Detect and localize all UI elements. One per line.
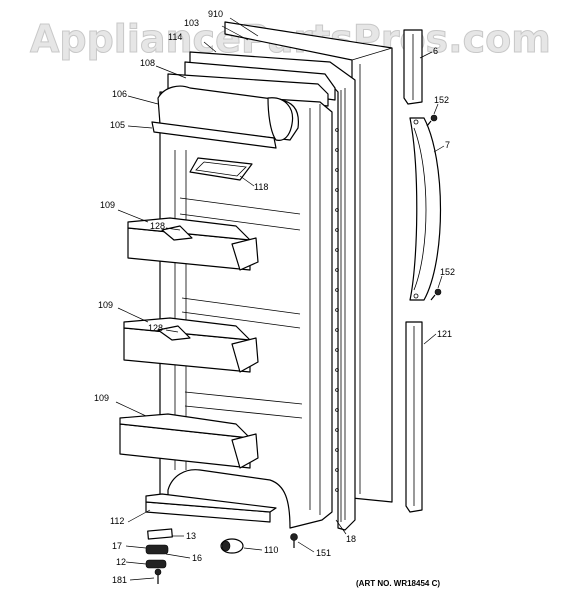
callout-6: 6	[433, 46, 438, 56]
callout-118: 118	[254, 182, 268, 192]
callout-152-upper: 152	[434, 95, 449, 105]
callout-105: 105	[110, 120, 125, 130]
dairy-door	[157, 85, 300, 141]
callout-labels: 910 103 114 108 106 105 118 109 128 109 …	[94, 9, 455, 585]
door-bin-middle	[123, 317, 259, 373]
door-bin-lower	[119, 413, 259, 469]
callout-121: 121	[437, 329, 452, 339]
callout-112: 112	[110, 516, 124, 526]
callout-109-upper: 109	[100, 200, 115, 210]
callout-106: 106	[112, 89, 127, 99]
handle-trim	[405, 321, 423, 513]
callout-108: 108	[140, 58, 155, 68]
egg-shelf	[189, 157, 253, 181]
callout-181: 181	[112, 575, 127, 585]
callout-128-middle: 128	[148, 323, 163, 333]
callout-109-lower: 109	[94, 393, 109, 403]
art-number: (ART NO. WR18454 C)	[356, 579, 440, 588]
door-frame-top	[167, 61, 336, 107]
door-cam	[220, 538, 244, 554]
handle-cap-top	[403, 29, 423, 105]
callout-18: 18	[346, 534, 356, 544]
hinge-parts	[145, 528, 173, 584]
callout-910: 910	[208, 9, 223, 19]
callout-17: 17	[112, 541, 122, 551]
callout-13: 13	[186, 531, 196, 541]
callout-16: 16	[192, 553, 202, 563]
dairy-trim	[151, 121, 277, 149]
callout-110: 110	[264, 545, 278, 555]
callout-103: 103	[184, 18, 199, 28]
callout-7: 7	[445, 140, 450, 150]
leader-lines	[115, 17, 445, 581]
callout-109-middle: 109	[98, 300, 113, 310]
handle-screw-lower	[430, 288, 442, 301]
screw	[290, 533, 298, 548]
handle-screw-upper	[426, 114, 438, 127]
callout-151: 151	[316, 548, 331, 558]
callout-12: 12	[116, 557, 126, 567]
callout-152-lower: 152	[440, 267, 455, 277]
callout-128-upper: 128	[150, 221, 165, 231]
gasket-holes	[335, 128, 339, 492]
door-bin-upper	[127, 217, 259, 271]
door-handle	[409, 117, 442, 301]
bottom-trim	[145, 493, 277, 523]
callout-114: 114	[168, 32, 182, 42]
